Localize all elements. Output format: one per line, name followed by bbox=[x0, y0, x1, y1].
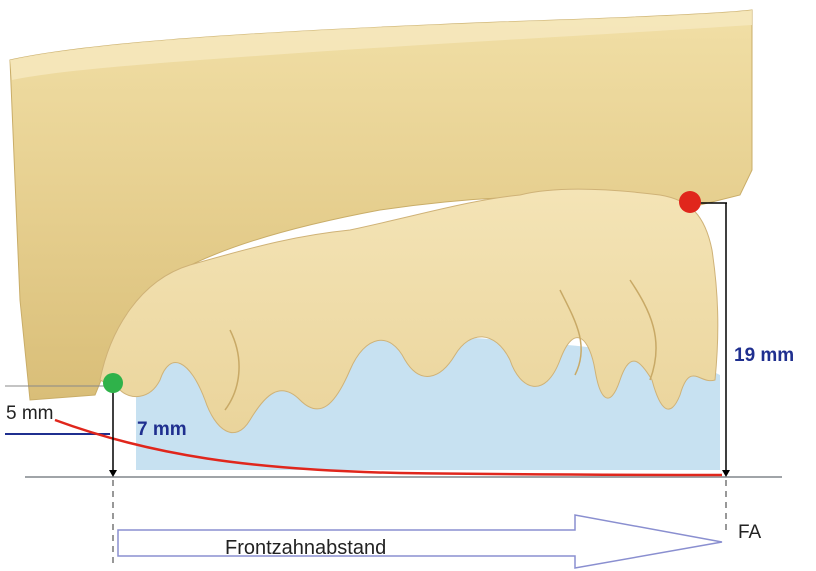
rear-point-marker bbox=[679, 191, 701, 213]
distance-arrow-label: Frontzahnabstand bbox=[225, 537, 386, 559]
front-depth-label: 7 mm bbox=[137, 419, 187, 440]
front-point-marker bbox=[103, 373, 123, 393]
rear-height-label: 19 mm bbox=[734, 345, 794, 366]
front-height-label: 5 mm bbox=[6, 403, 54, 424]
rear-arrowhead bbox=[722, 470, 730, 477]
distance-arrow bbox=[118, 515, 722, 568]
front-arrowhead bbox=[109, 470, 117, 477]
fa-label: FA bbox=[738, 522, 762, 543]
